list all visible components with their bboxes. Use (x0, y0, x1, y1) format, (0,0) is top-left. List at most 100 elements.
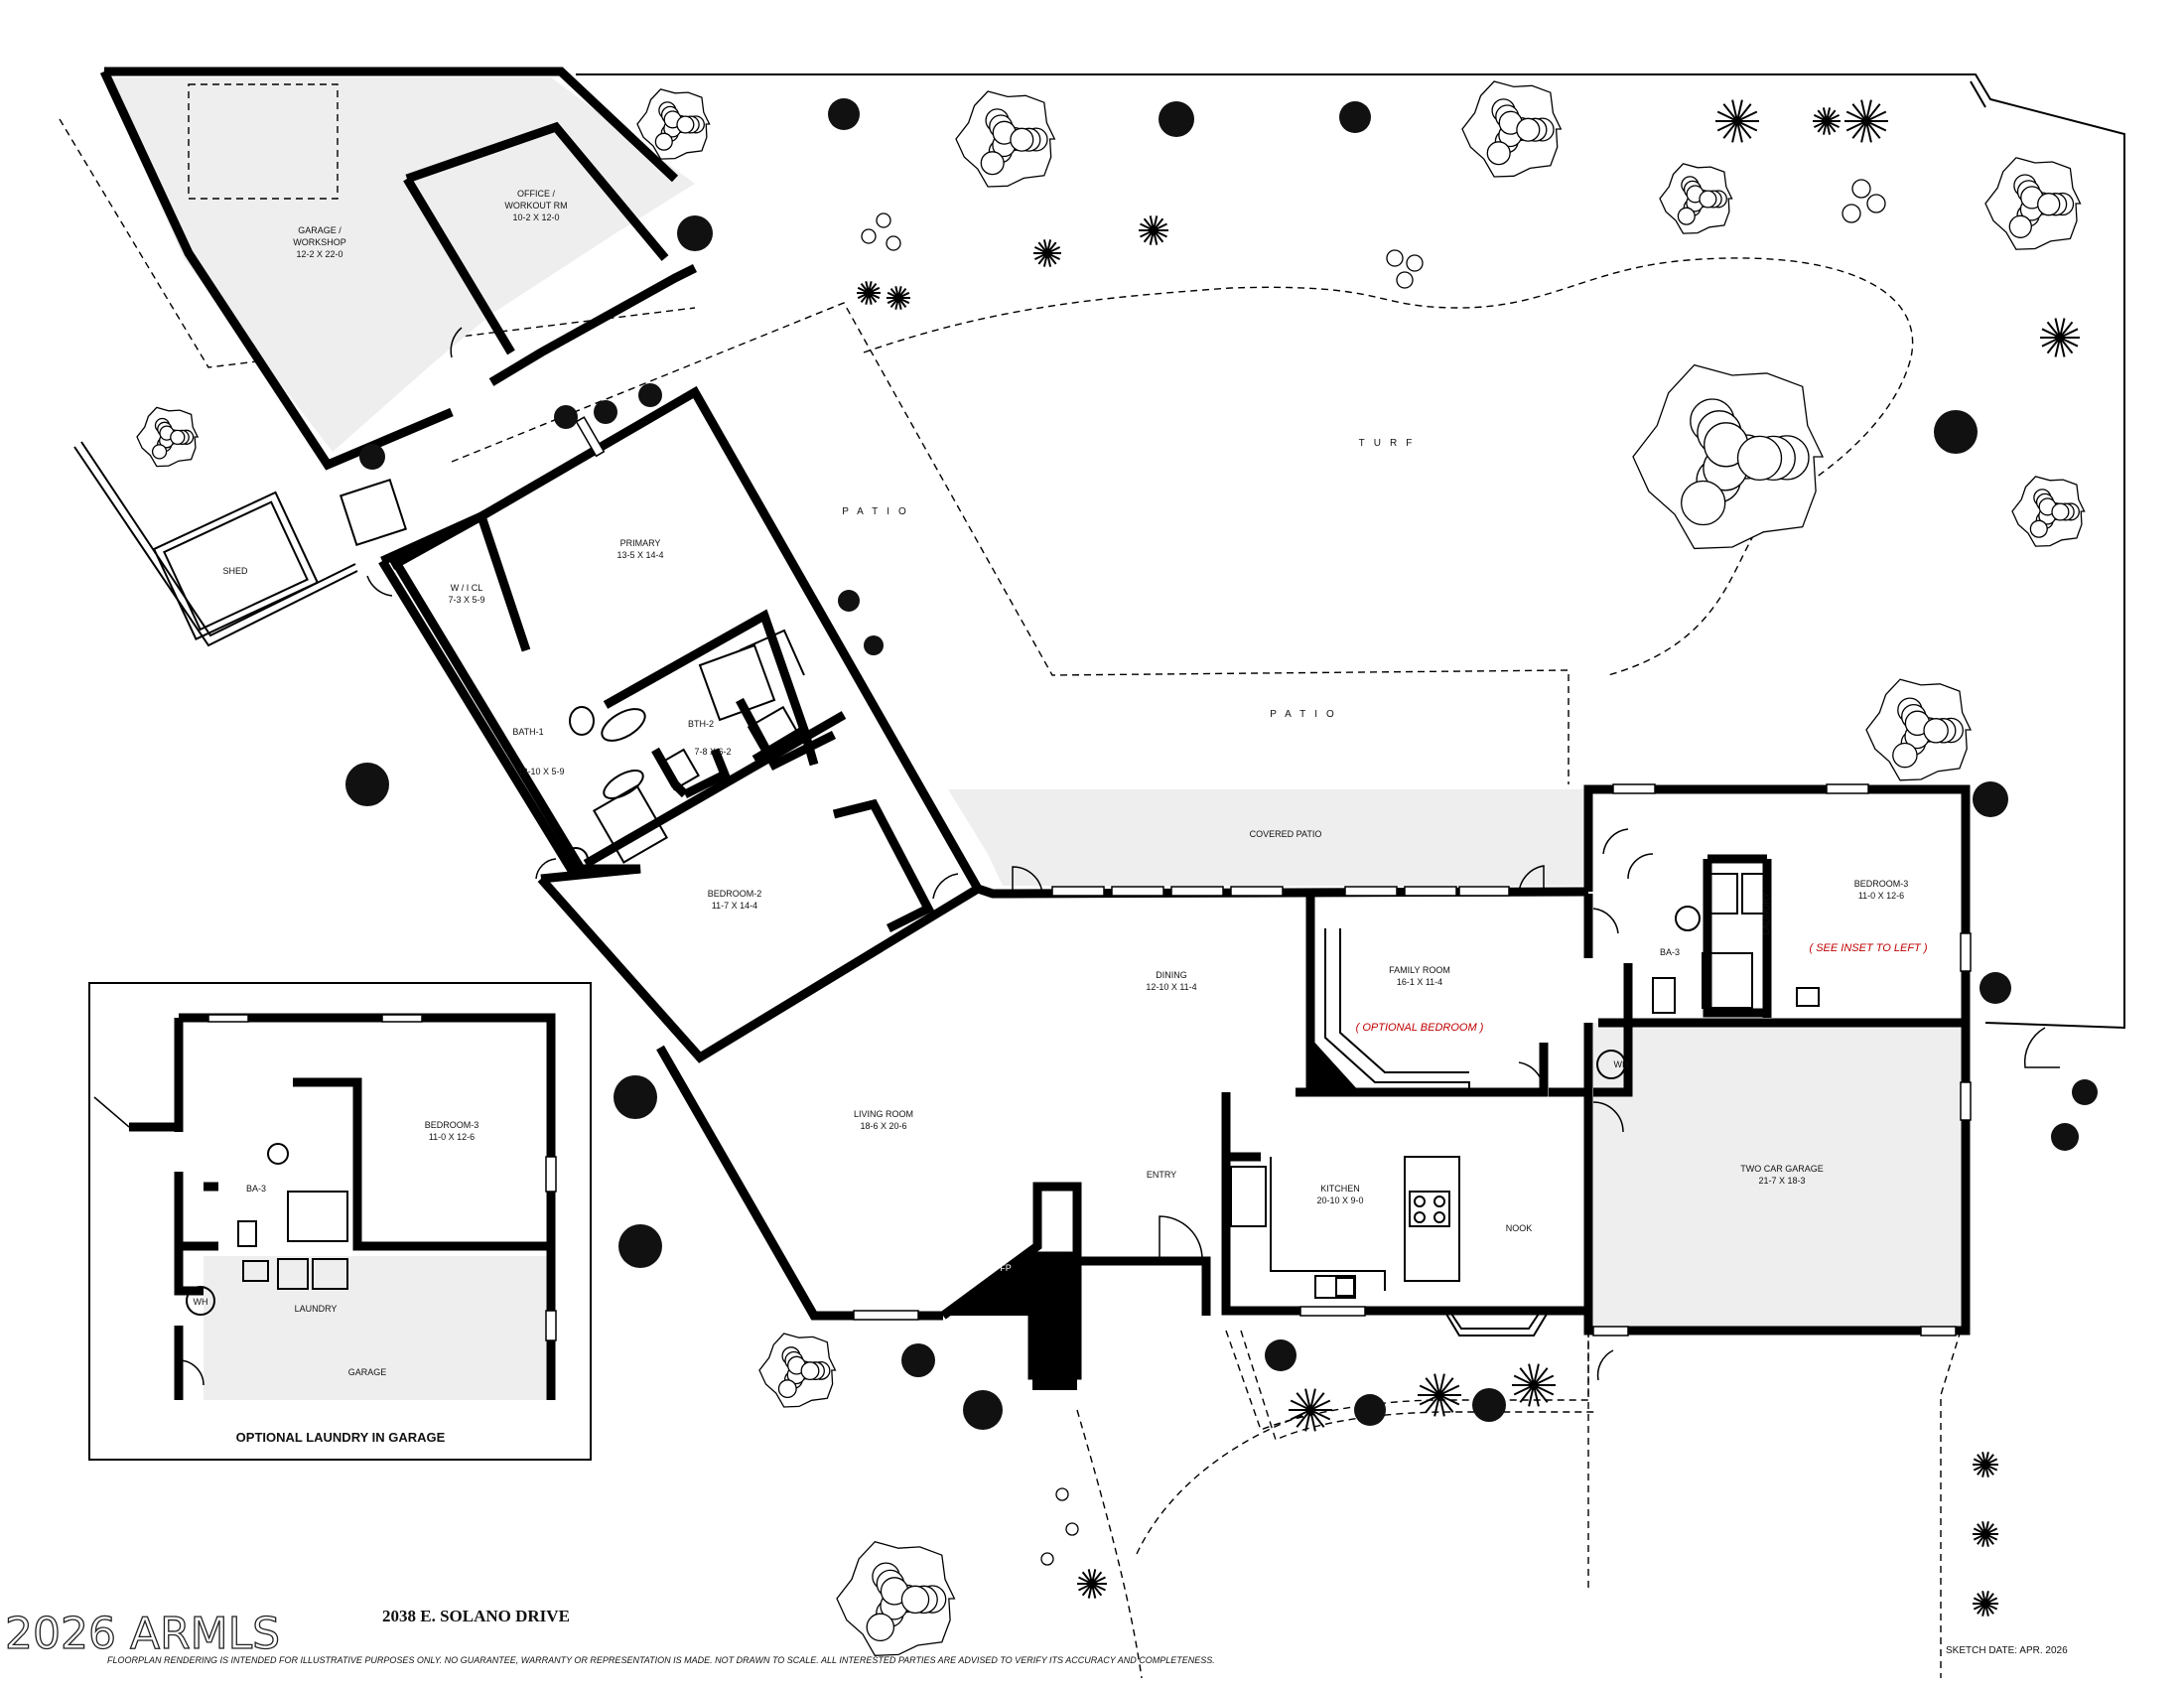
small-shrub-icon (861, 228, 877, 244)
inset-title: OPTIONAL LAUNDRY IN GARAGE (236, 1430, 446, 1445)
inset-bedroom3-dims: 11-0 X 12-6 (429, 1132, 475, 1142)
shrub-icon (838, 590, 860, 612)
palm-icon (1418, 1373, 1461, 1417)
shrub-icon (677, 215, 713, 251)
shrub-icon (1973, 781, 2008, 817)
bedroom3-name: BEDROOM-3 (1854, 879, 1909, 889)
inset-wh-label: WH (194, 1297, 208, 1307)
sketch-date: SKETCH DATE: APR. 2026 (1946, 1645, 2068, 1656)
landscape-trees (136, 80, 2098, 1656)
palm-icon (1033, 239, 1061, 267)
shed (152, 491, 320, 640)
two-car-garage-dims: 21-7 X 18-3 (1758, 1176, 1805, 1186)
kitchen-dims: 20-10 X 9-0 (1316, 1196, 1363, 1205)
shrub-icon (618, 1224, 662, 1268)
shrub-icon (1354, 1394, 1386, 1426)
office-name-1: OFFICE / (517, 189, 555, 199)
tree-icon (955, 90, 1056, 188)
inset-ba3-label: BA-3 (246, 1184, 266, 1194)
garage-workshop-structure (99, 67, 698, 547)
garage-workshop-name-2: WORKSHOP (293, 237, 346, 247)
turf-label: TURF (1359, 438, 1422, 449)
footer: 2026 ARMLS 2038 E. SOLANO DRIVE FLOORPLA… (4, 1607, 2068, 1665)
primary-dims: 13-5 X 14-4 (616, 550, 663, 560)
small-shrub-icon (1386, 249, 1404, 267)
bedroom3-note: ( SEE INSET TO LEFT ) (1810, 942, 1928, 954)
palm-icon (1973, 1521, 1998, 1547)
shrub-icon (554, 405, 578, 429)
palm-icon (1289, 1388, 1332, 1432)
bedroom2-name: BEDROOM-2 (708, 889, 762, 899)
bath2-dims: 7-8 X 6-2 (694, 747, 731, 757)
family-note: ( OPTIONAL BEDROOM ) (1356, 1022, 1484, 1034)
shrub-icon (359, 444, 385, 470)
covered-patio-label: COVERED PATIO (1250, 829, 1322, 839)
bath2-name: BTH-2 (688, 719, 714, 729)
disclaimer-text: FLOORPLAN RENDERING IS INTENDED FOR ILLU… (107, 1655, 1215, 1665)
nook-label: NOOK (1506, 1223, 1533, 1233)
patio-label-south: PATIO (1270, 709, 1343, 720)
living-dims: 18-6 X 20-6 (860, 1121, 906, 1131)
wic-dims: 7-3 X 5-9 (448, 595, 484, 605)
watermark: 2026 ARMLS (5, 1609, 280, 1659)
fireplace-label: FP (1000, 1263, 1012, 1273)
small-shrub-icon (886, 235, 901, 251)
shrub-icon (638, 383, 662, 407)
palm-icon (1813, 107, 1841, 135)
tree-icon (1659, 163, 1733, 234)
small-shrub-icon (1040, 1552, 1054, 1566)
dining-dims: 12-10 X 11-4 (1146, 982, 1196, 992)
tree-icon (1984, 157, 2082, 250)
palm-icon (857, 281, 881, 305)
entry-label: ENTRY (1147, 1170, 1176, 1180)
small-shrub-icon (1065, 1522, 1079, 1536)
living-name: LIVING ROOM (854, 1109, 913, 1119)
kitchen-name: KITCHEN (1320, 1184, 1360, 1194)
tree-icon (1865, 678, 1973, 781)
wh-label: WH (1614, 1059, 1629, 1069)
room-labels: GARAGE / WORKSHOP 12-2 X 22-0 OFFICE / W… (194, 189, 1928, 1445)
tree-icon (836, 1540, 956, 1656)
small-shrub-icon (1406, 254, 1424, 272)
shrub-icon (901, 1343, 935, 1377)
wic-name: W / I CL (451, 583, 483, 593)
inset-optional-laundry (88, 982, 592, 1461)
kitchen-details (1230, 1156, 1550, 1336)
inset-laundry-label: LAUNDRY (295, 1304, 338, 1314)
small-shrub-icon (1396, 271, 1414, 289)
bedroom2-dims: 11-7 X 14-4 (712, 901, 757, 911)
palm-icon (887, 286, 910, 310)
grey-areas (104, 77, 1961, 1400)
small-shrub-icon (876, 212, 891, 228)
tree-icon (758, 1333, 837, 1408)
tree-icon (136, 406, 200, 468)
palm-icon (1973, 1591, 1998, 1617)
shrub-icon (594, 400, 617, 424)
shrub-icon (614, 1075, 657, 1119)
house-walls (378, 385, 1971, 1390)
shrub-icon (864, 635, 884, 655)
patio-label-west: PATIO (842, 506, 915, 517)
garage-workshop-name-1: GARAGE / (298, 225, 341, 235)
palm-icon (1139, 215, 1168, 245)
doors (366, 327, 2060, 1381)
family-dims: 16-1 X 11-4 (1397, 977, 1442, 987)
palm-icon (1512, 1363, 1556, 1407)
shrub-icon (1934, 410, 1978, 454)
shrub-icon (2072, 1079, 2098, 1105)
ba3-label: BA-3 (1660, 947, 1680, 957)
garage-workshop-dims: 12-2 X 22-0 (296, 249, 342, 259)
bedroom3-dims: 11-0 X 12-6 (1858, 891, 1904, 901)
office-dims: 10-2 X 12-0 (512, 212, 559, 222)
tree-icon (1632, 363, 1825, 550)
two-car-garage-name: TWO CAR GARAGE (1740, 1164, 1824, 1174)
shrub-icon (345, 763, 389, 806)
address-title: 2038 E. SOLANO DRIVE (382, 1607, 570, 1625)
shrub-icon (1265, 1339, 1297, 1371)
primary-name: PRIMARY (620, 538, 661, 548)
palm-icon (1844, 99, 1888, 143)
shrub-icon (1979, 972, 2011, 1004)
inset-garage-label: GARAGE (348, 1367, 387, 1377)
small-shrub-icon (1055, 1487, 1069, 1501)
